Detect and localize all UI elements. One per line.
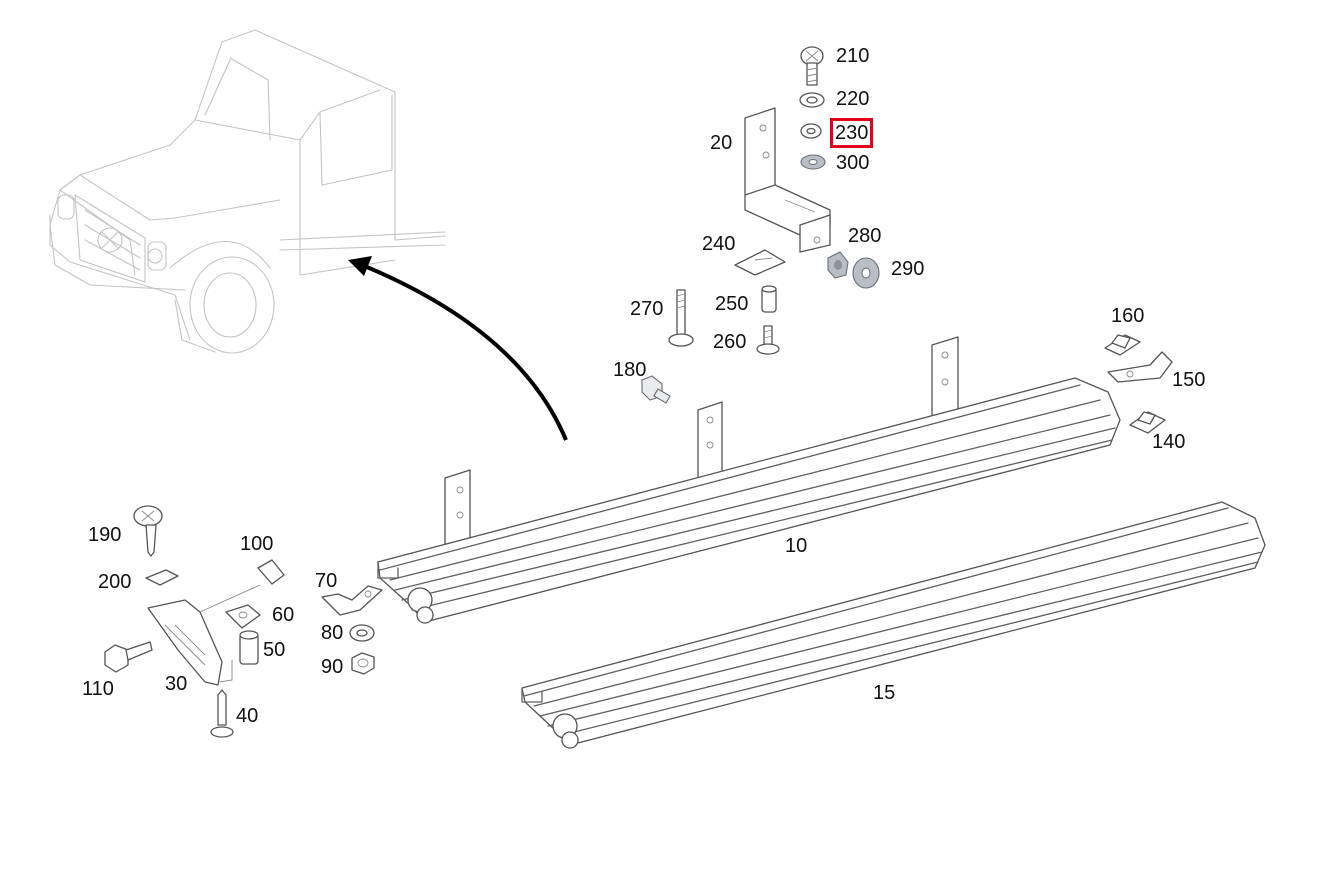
screw-190 — [133, 505, 163, 557]
callout-300[interactable]: 300 — [836, 152, 870, 174]
callout-20[interactable]: 20 — [710, 132, 733, 154]
spring-washer-230 — [800, 123, 822, 139]
callout-270[interactable]: 270 — [630, 298, 664, 320]
bracket-20 — [744, 107, 831, 253]
location-arrow — [348, 256, 568, 441]
washer-80 — [349, 624, 375, 642]
callout-210[interactable]: 210 — [836, 45, 870, 67]
callout-230[interactable]: 230 — [830, 118, 874, 148]
clip-60 — [225, 604, 261, 629]
callout-150[interactable]: 150 — [1172, 369, 1206, 391]
screw-260 — [756, 325, 780, 355]
callout-40[interactable]: 40 — [236, 705, 259, 727]
clip-200 — [145, 569, 179, 586]
running-board-10 — [377, 336, 1121, 624]
callout-190[interactable]: 190 — [88, 524, 122, 546]
clip-160 — [1104, 334, 1141, 356]
nut-90 — [351, 652, 375, 675]
bolt-110 — [104, 641, 153, 673]
callout-50[interactable]: 50 — [263, 639, 286, 661]
callout-10[interactable]: 10 — [785, 535, 808, 557]
callout-70[interactable]: 70 — [315, 570, 338, 592]
callout-290[interactable]: 290 — [891, 258, 925, 280]
nut-280 — [827, 251, 849, 279]
plate-240 — [734, 249, 786, 276]
callout-60[interactable]: 60 — [272, 604, 295, 626]
clip-140 — [1129, 411, 1166, 434]
washer-290 — [852, 257, 880, 289]
end-cap-30 — [147, 584, 261, 686]
callout-250[interactable]: 250 — [715, 293, 749, 315]
spacer-50 — [219, 630, 259, 683]
spacer-250 — [761, 285, 777, 313]
bracket-150 — [1107, 351, 1173, 383]
running-board-15 — [521, 501, 1266, 749]
screw-40 — [210, 689, 234, 738]
callout-80[interactable]: 80 — [321, 622, 344, 644]
screw-210 — [800, 46, 824, 86]
callout-200[interactable]: 200 — [98, 571, 132, 593]
bolt-270 — [668, 289, 694, 347]
screw-180 — [641, 375, 671, 404]
callout-240[interactable]: 240 — [702, 233, 736, 255]
callout-220[interactable]: 220 — [836, 88, 870, 110]
callout-140[interactable]: 140 — [1152, 431, 1186, 453]
washer-220 — [799, 92, 825, 108]
callout-260[interactable]: 260 — [713, 331, 747, 353]
callout-110[interactable]: 110 — [82, 678, 114, 700]
vehicle-outline — [49, 29, 446, 354]
callout-100[interactable]: 100 — [240, 533, 274, 555]
callout-15[interactable]: 15 — [873, 682, 896, 704]
washer-300 — [800, 154, 826, 170]
callout-30[interactable]: 30 — [165, 673, 188, 695]
callout-280[interactable]: 280 — [848, 225, 882, 247]
callout-90[interactable]: 90 — [321, 656, 344, 678]
callout-180[interactable]: 180 — [613, 359, 647, 381]
clip-100 — [257, 559, 285, 585]
bracket-70 — [321, 585, 383, 616]
callout-160[interactable]: 160 — [1111, 305, 1145, 327]
